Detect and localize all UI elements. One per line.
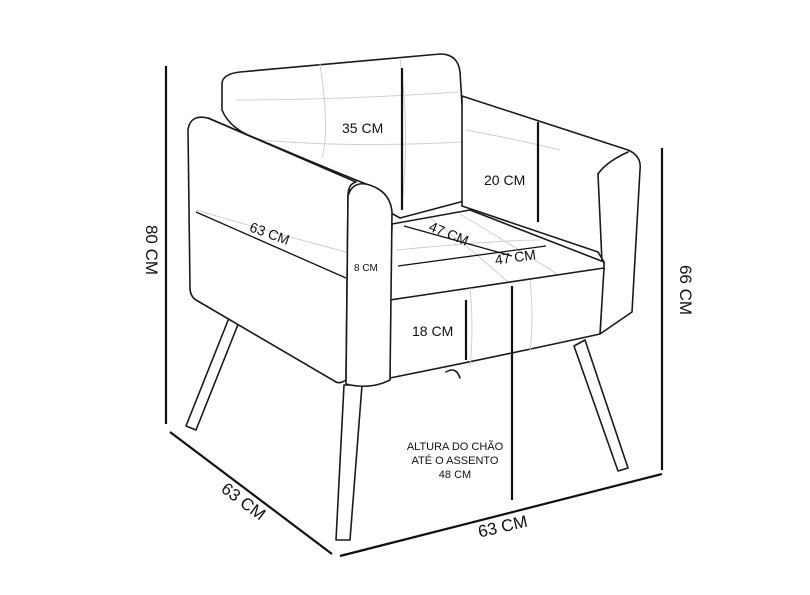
front-left-leg [185,317,240,431]
legs [185,317,629,541]
width-line [339,472,663,558]
depth-line [169,431,333,555]
arm-thickness-label: 8 CM [354,263,378,274]
front-right-leg [335,384,363,541]
seat-thickness-label: 18 CM [412,323,453,339]
right-arm-outline [461,95,642,335]
back-height-label: 35 CM [342,120,383,136]
width-label: 63 CM [476,512,529,542]
back-right-leg [573,339,629,472]
seat-depth-line [403,225,513,257]
arm-depth-line [195,211,347,279]
seat-width-line [397,245,547,267]
seat [389,209,605,379]
floor-note-line3: 48 CM [439,469,471,481]
overall-height-label: 80 CM [142,225,161,275]
floor-note-line2: ATÉ O ASSENTO [411,454,498,467]
left-arm-front [345,182,393,388]
seat-width-label: 47 CM [494,246,537,268]
arm-height-label: 66 CM [676,265,695,315]
seat-front [389,267,605,379]
left-arm [187,116,393,388]
arm-above-seat-label: 20 CM [484,172,525,188]
dimension-lines [164,66,664,558]
right-arm [461,95,642,335]
floor-note-line1: ALTURA DO CHÃO [407,440,504,453]
